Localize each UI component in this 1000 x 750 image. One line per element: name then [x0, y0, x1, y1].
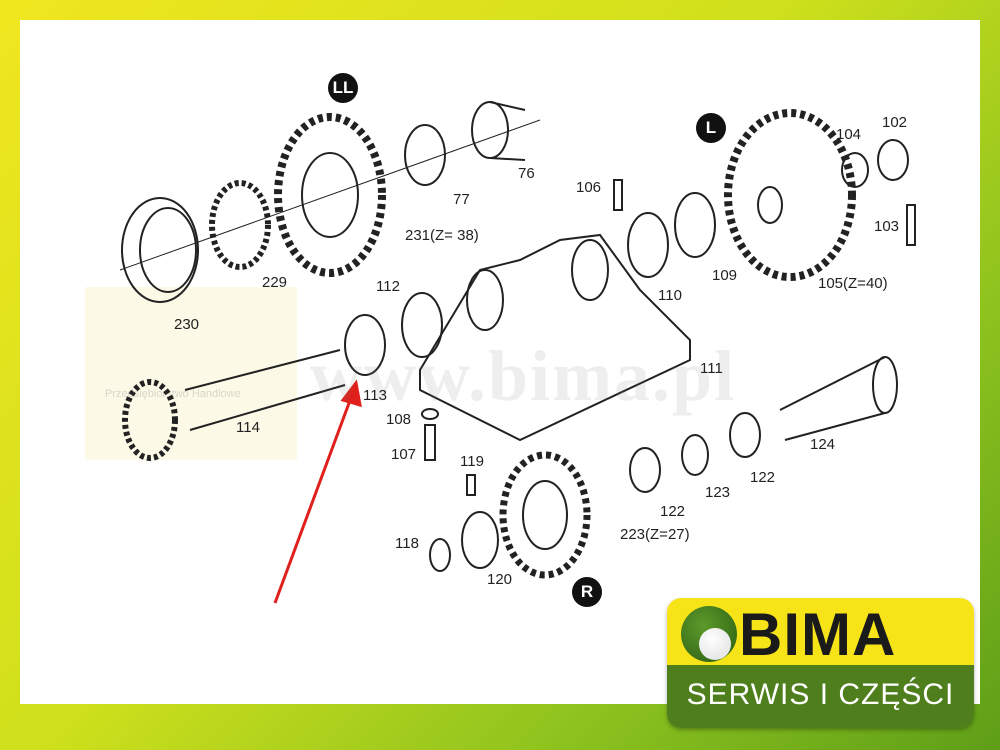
- bearing-109: [674, 192, 716, 258]
- part-label: 114: [236, 419, 260, 436]
- part-label: 122: [750, 469, 776, 486]
- marker-l: L: [696, 113, 726, 143]
- part-label: 109: [712, 267, 738, 284]
- housing-111: [419, 233, 691, 442]
- watermark-url: www.bima.pl: [310, 336, 737, 416]
- part-label: 76: [518, 165, 535, 182]
- pin-119: [466, 474, 476, 496]
- bearing-113: [344, 314, 386, 376]
- gear-230: [121, 197, 199, 303]
- part-label: 123: [705, 484, 731, 501]
- part-label: 112: [376, 278, 400, 295]
- bearing-77: [404, 124, 446, 186]
- marker-ll: LL: [328, 73, 358, 103]
- part-label: 118: [395, 535, 419, 552]
- ring-118: [429, 538, 451, 572]
- red-arrow: [273, 379, 362, 604]
- shaft-124: [779, 356, 898, 441]
- part-label: 108: [386, 411, 412, 428]
- bolt-107: [424, 424, 436, 461]
- bima-logo: BIMA SERWIS I CZĘŚCI: [667, 598, 974, 728]
- part-label: 124: [810, 436, 836, 453]
- part-label: 119: [460, 453, 484, 470]
- part-label: 223(Z=27): [620, 526, 690, 543]
- sleeve-76: [471, 101, 526, 161]
- ring-112: [401, 292, 443, 358]
- shaft-114: [122, 349, 346, 461]
- part-label: 122: [660, 503, 686, 520]
- part-label: 110: [658, 287, 682, 304]
- gear-223: [499, 451, 591, 579]
- washer-104: [841, 152, 869, 188]
- part-label: 113: [363, 387, 387, 404]
- part-label: 77: [453, 191, 470, 208]
- part-label: 231(Z= 38): [405, 227, 479, 244]
- logo-ball-highlight-icon: [699, 628, 731, 660]
- pin-103: [906, 204, 916, 246]
- part-label: 111: [700, 360, 723, 377]
- part-label: 107: [391, 446, 417, 463]
- nut-102: [877, 139, 909, 181]
- part-label: 230: [174, 316, 200, 333]
- part-label: 106: [576, 179, 602, 196]
- gear-229: [209, 180, 271, 270]
- watermark-box: [85, 287, 297, 460]
- marker-r: R: [572, 577, 602, 607]
- bearings-122: [629, 412, 761, 493]
- sleeve-120: [461, 511, 499, 569]
- part-label: 102: [882, 114, 908, 131]
- gear-105: [724, 109, 856, 281]
- logo-tagline: SERWIS I CZĘŚCI: [667, 665, 974, 728]
- part-label: 120: [487, 571, 513, 588]
- washer-108: [421, 408, 439, 420]
- logo-brand: BIMA: [739, 601, 897, 668]
- watermark-caption: Przedsiębiorstwo Handlowe: [105, 388, 241, 400]
- pin-106: [613, 179, 623, 211]
- part-label: 229: [262, 274, 288, 291]
- ring-123: [681, 434, 709, 476]
- part-label: 104: [836, 126, 862, 143]
- part-label: 105(Z=40): [818, 275, 888, 292]
- gear-231: [274, 113, 386, 277]
- ring-110: [627, 212, 669, 278]
- part-label: 103: [874, 218, 900, 235]
